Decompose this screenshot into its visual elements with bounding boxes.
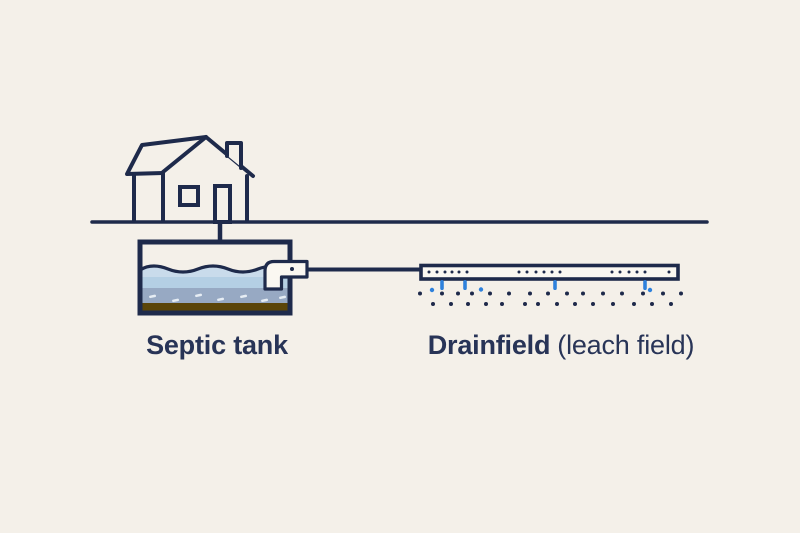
outlet-pipe-dot: [290, 267, 294, 271]
drip-lines: [440, 280, 647, 290]
septic-tank-illustration: [137, 239, 309, 316]
pipe-perforation-dots: [427, 270, 671, 274]
tank-specks: [149, 293, 287, 303]
soil-dots-row-1: [418, 291, 683, 296]
house-roof-plane: [125, 135, 208, 176]
septic-tank-label: Septic tank: [92, 330, 342, 360]
drainfield-label: Drainfield(leach field): [410, 330, 712, 360]
water-dots: [429, 287, 653, 293]
house-door: [213, 184, 232, 224]
drip-line: [553, 280, 557, 290]
soil-dots-row-2: [431, 302, 673, 306]
tank-sludge-layer: [140, 303, 290, 313]
house-chimney-fill: [227, 143, 241, 167]
drip-line: [643, 280, 647, 290]
drainfield-pipe: [419, 263, 680, 281]
drip-line: [440, 280, 444, 290]
house-chimney: [225, 141, 243, 170]
tank-wave-line: [138, 264, 292, 274]
house-window: [178, 185, 200, 207]
tank-water-surface-band: [140, 266, 290, 277]
drainfield-label-bold: Drainfield: [427, 330, 551, 360]
drainfield-illustration: [418, 263, 683, 306]
house-icon: [125, 135, 255, 224]
drainfield-label-rest: (leach field): [557, 330, 695, 360]
septic-tank-label-text: Septic tank: [146, 330, 288, 360]
tank-outlet-pipe-elbow: [263, 259, 309, 291]
drip-line: [463, 280, 467, 290]
